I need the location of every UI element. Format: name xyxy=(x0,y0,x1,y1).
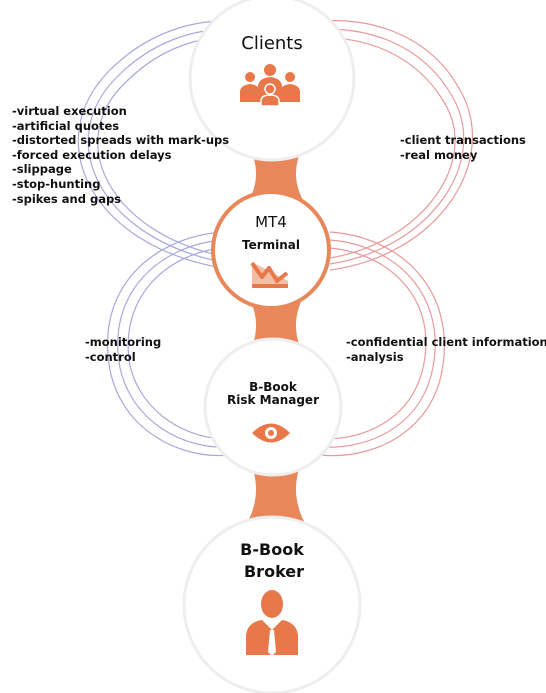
manager-right-list: -confidential client information -analys… xyxy=(346,335,546,364)
risk-manager-title-line1: B-Book xyxy=(249,380,297,394)
list-item: -analysis xyxy=(346,349,404,364)
eye-icon xyxy=(252,423,290,443)
risk-manager-title-line2: Risk Manager xyxy=(227,393,319,407)
right-arcs-top xyxy=(311,20,474,271)
list-item: -real money xyxy=(400,147,478,162)
list-item: -client transactions xyxy=(400,133,526,147)
terminal-title: MT4 xyxy=(255,213,287,231)
businessman-icon xyxy=(246,590,298,656)
list-item: -artificial quotes xyxy=(12,118,120,133)
chart-down-icon xyxy=(250,261,289,288)
list-item: -slippage xyxy=(12,162,72,177)
broker-title-line1: B-Book xyxy=(240,540,304,559)
left-arcs-top xyxy=(77,20,237,269)
group-icon xyxy=(240,64,300,107)
clients-to-broker-list: -client transactions -real money xyxy=(400,133,526,162)
terminal-circle xyxy=(211,190,331,310)
list-item: -monitoring xyxy=(85,335,162,349)
broker-to-clients-list: -virtual execution -artificial quotes -d… xyxy=(12,104,229,206)
list-item: -confidential client information xyxy=(346,335,546,349)
list-item: -forced execution delays xyxy=(12,147,172,162)
risk-manager-circle xyxy=(203,337,343,477)
manager-left-list: -monitoring -control xyxy=(85,335,161,364)
clients-title: Clients xyxy=(241,33,303,54)
list-item: -control xyxy=(85,349,136,364)
terminal-subtitle: Terminal xyxy=(241,238,301,252)
left-arcs-bottom xyxy=(106,231,231,457)
list-item: -virtual execution xyxy=(12,104,127,118)
list-item: -stop-hunting xyxy=(12,176,101,191)
list-item: -spikes and gaps xyxy=(12,191,122,206)
broker-title-line2: Broker xyxy=(243,562,305,581)
list-item: -distorted spreads with mark-ups xyxy=(12,133,230,148)
right-arcs-bottom xyxy=(319,231,445,457)
